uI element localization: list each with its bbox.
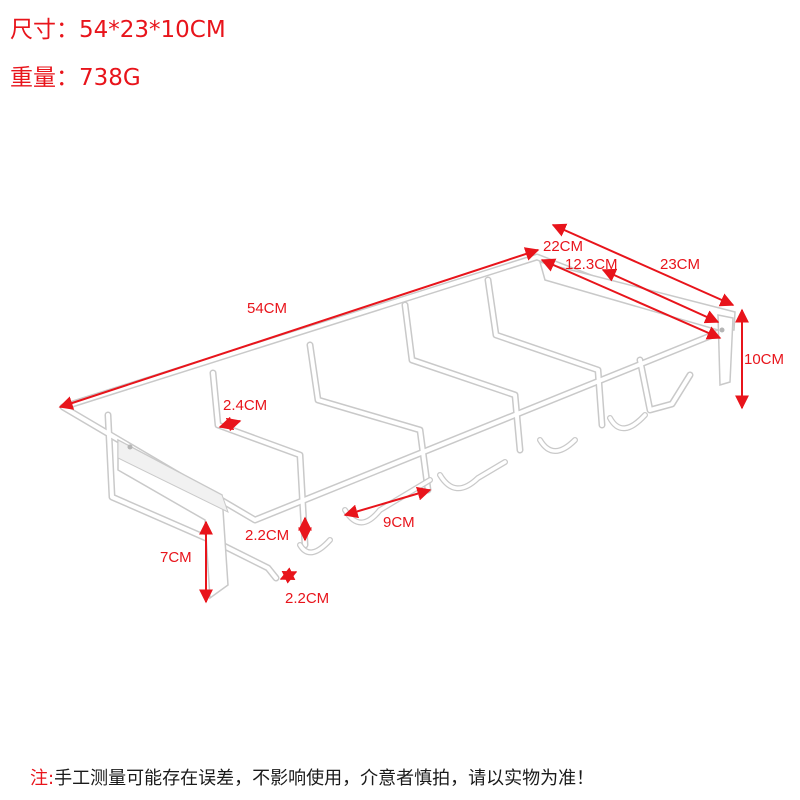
depth-top-label: 22CM [543,238,583,255]
spec-weight-value: 738G [79,65,141,91]
length-label: 54CM [247,300,287,317]
note-text: 手工测量可能存在误差，不影响使用，介意者慎拍，请以实物为准！ [54,768,595,789]
hook-span-arrow [343,486,432,519]
note-label: 注: [30,768,55,789]
spec-weight: 重量：738G [10,58,141,92]
spec-size: 尺寸：54*23*10CM [10,10,226,44]
depth-inner-label: 12.3CM [565,256,618,273]
hook-span-label: 9CM [383,514,415,531]
slot-gap-arrow [218,416,242,432]
left-bracket [117,438,229,600]
spec-size-label: 尺寸： [10,17,79,43]
hook-width-arrow [279,567,298,584]
bracket-height-label: 7CM [160,549,192,566]
hook-width-label: 2.2CM [285,590,329,607]
dimension-arrows [58,223,749,604]
hook-height-label: 2.2CM [245,527,289,544]
height-label: 10CM [744,351,784,368]
depth-outer-arrow [540,258,722,340]
spec-weight-label: 重量： [10,65,79,91]
depth-outer-label: 23CM [660,256,700,273]
disclaimer-note: 注:手工测量可能存在误差，不影响使用，介意者慎拍，请以实物为准！ [30,764,594,790]
slot-gap-label: 2.4CM [223,397,267,414]
spec-size-value: 54*23*10CM [79,17,226,43]
length-arrow [58,247,540,410]
dimension-labels: 54CM 22CM 12.3CM 23CM 10CM 2.4CM 2.2CM 2… [160,238,784,607]
